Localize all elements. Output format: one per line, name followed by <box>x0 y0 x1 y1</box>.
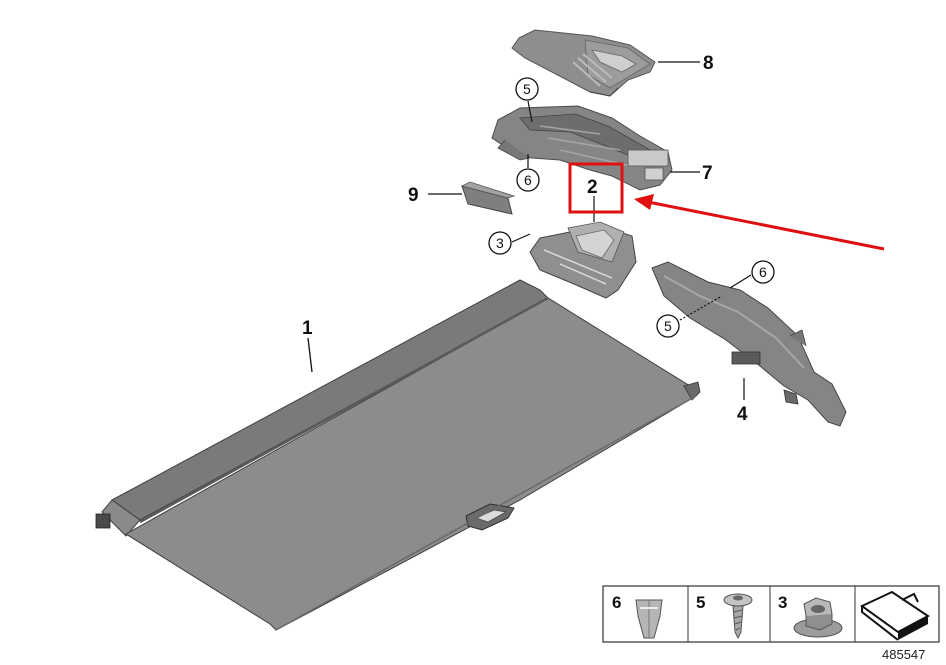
part-8-cover <box>511 29 656 97</box>
clip-nut-icon <box>635 599 663 639</box>
hex-nut-icon <box>793 597 843 638</box>
arrow-symbol-icon <box>860 590 930 641</box>
callout-circle-6-top <box>516 168 540 192</box>
red-pointer-arrow <box>634 194 885 251</box>
callout-circle-3 <box>488 231 512 255</box>
part-9-trim <box>460 181 516 215</box>
callout-2: 2 <box>587 177 598 198</box>
part-2-bracket <box>529 221 637 299</box>
callout-1: 1 <box>302 318 313 339</box>
callout-3: 3 <box>496 235 504 251</box>
callout-5-top: 5 <box>523 81 531 97</box>
leader-3 <box>511 233 531 243</box>
callout-circle-6-right <box>751 260 775 284</box>
callout-5-right: 5 <box>664 318 672 334</box>
document-id: 485547 <box>882 647 925 662</box>
leader-1 <box>307 337 313 373</box>
callout-8: 8 <box>703 53 714 74</box>
leader-5-top <box>527 100 533 123</box>
leader-5-right <box>679 295 723 321</box>
leader-6-right <box>729 274 752 289</box>
callout-6-right: 6 <box>759 264 767 280</box>
callout-4: 4 <box>737 404 748 425</box>
part-4-rail <box>651 261 847 427</box>
callout-circle-5-right <box>656 314 680 338</box>
callout-7: 7 <box>702 163 713 184</box>
legend-label-6: 6 <box>612 593 621 612</box>
part-1-luggage-cover <box>95 279 701 631</box>
callout-9: 9 <box>408 185 419 206</box>
callout-6-top: 6 <box>524 172 532 188</box>
legend-label-5: 5 <box>696 593 705 612</box>
highlight-box-part-2 <box>568 162 624 214</box>
callout-circle-5-top <box>515 77 539 101</box>
legend-box: 6 5 3 <box>602 585 940 643</box>
legend-label-3: 3 <box>778 593 787 612</box>
part-7-holder <box>491 105 673 191</box>
screw-icon <box>723 593 753 640</box>
